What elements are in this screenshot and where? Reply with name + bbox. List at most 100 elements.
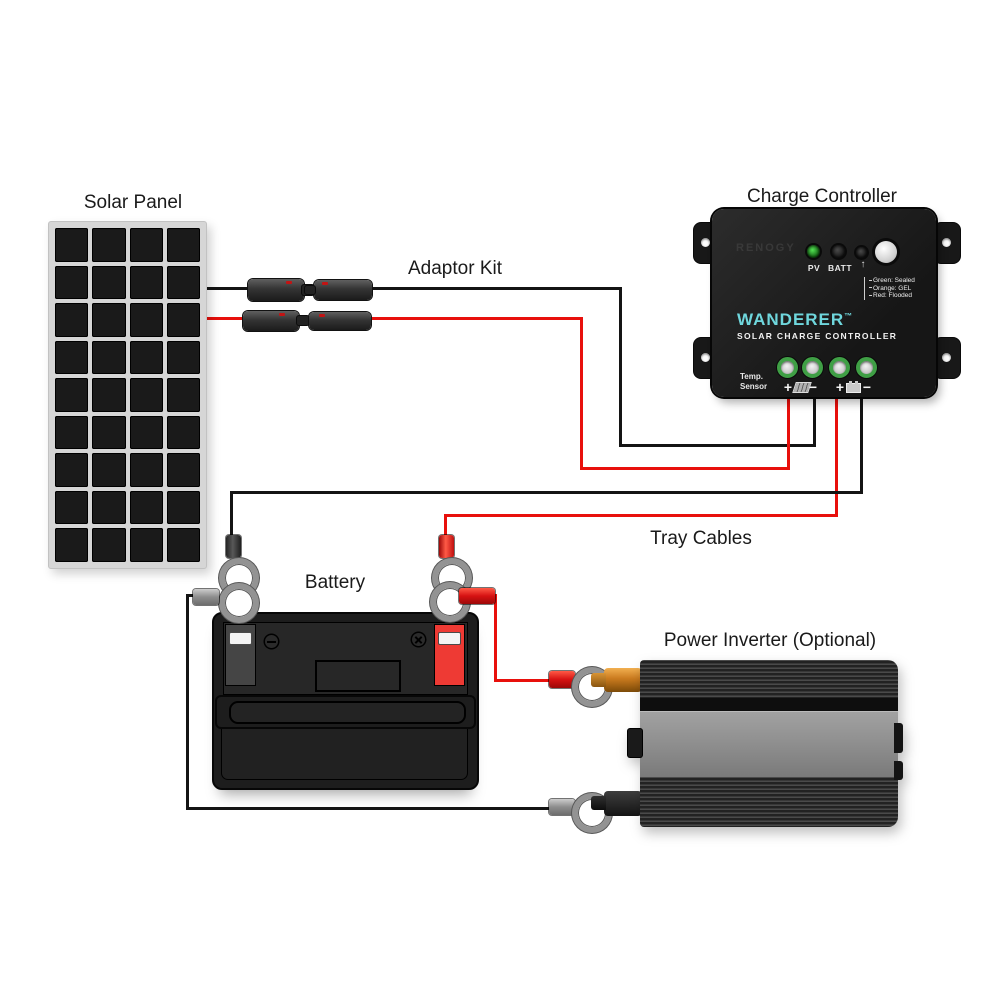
wire-pv-negative-seg4 xyxy=(813,396,816,447)
solar-cell xyxy=(166,340,200,375)
solar-cell xyxy=(55,528,89,562)
inverter-divider xyxy=(640,698,898,711)
legend-line-gel: Orange: GEL xyxy=(869,285,915,293)
mc4-pin xyxy=(305,286,315,294)
solar-panel-cells xyxy=(55,228,200,562)
wire-pv-negative-seg3 xyxy=(619,444,816,447)
legend-line-flooded: Red: Flooded xyxy=(869,292,915,300)
solar-cell xyxy=(166,453,200,487)
solar-cell xyxy=(55,228,89,262)
up-arrow-icon: ↑ xyxy=(860,259,866,270)
mc4-lock-clip xyxy=(286,281,292,284)
battery-positive-stripe xyxy=(439,633,460,644)
wire-battery-negative-seg3 xyxy=(230,491,233,538)
temp-sensor-line1: Temp. xyxy=(740,372,763,381)
solar-cell xyxy=(55,303,89,337)
solar-cell xyxy=(92,340,126,375)
wire-pv-positive-seg4 xyxy=(787,396,790,470)
solar-cell xyxy=(55,265,89,300)
battery xyxy=(212,612,479,790)
adaptor-kit-label: Adaptor Kit xyxy=(408,258,502,279)
mc4-lock-clip xyxy=(279,313,285,316)
inverter-top-ridges xyxy=(640,660,898,698)
battery-lid xyxy=(215,695,476,729)
inverter-negative-post xyxy=(591,791,642,816)
batt-plus-sign: + xyxy=(835,379,845,395)
legend-line-sealed: Green: Sealed xyxy=(869,277,915,285)
wire-battery-positive-seg1 xyxy=(835,396,838,517)
mc4-lock-clip xyxy=(319,314,325,317)
charge-controller-label: Charge Controller xyxy=(747,186,897,207)
wire-inverter-negative-seg3 xyxy=(186,807,554,810)
wire-inverter-positive-seg2 xyxy=(494,679,554,682)
wire-battery-positive-seg2 xyxy=(444,514,838,517)
pv-minus-terminal xyxy=(802,357,823,378)
tray-cables-label: Tray Cables xyxy=(650,528,752,549)
wire-battery-negative-seg1 xyxy=(860,396,863,494)
battery-handle xyxy=(229,701,466,724)
solar-cell xyxy=(55,490,89,525)
crimp-inverter-negative xyxy=(549,799,575,815)
wire-pv-negative-seg1 xyxy=(205,287,622,290)
inverter-right-tab xyxy=(894,761,903,780)
solar-cell xyxy=(129,340,163,375)
controller-screw-hole xyxy=(701,353,710,362)
crimp-battery-negative xyxy=(226,535,241,558)
wire-pv-positive-seg3 xyxy=(580,467,790,470)
battery-label: Battery xyxy=(304,572,366,593)
batt-led-label: BATT xyxy=(827,263,853,273)
mc4-connector-negative-female xyxy=(248,279,314,301)
charge-controller: RENOGY PV BATT ↑ Green: Sealed Orange: G… xyxy=(712,209,936,397)
wire-inverter-positive-seg1 xyxy=(494,594,497,682)
battery-type-legend: Green: Sealed Orange: GEL Red: Flooded xyxy=(864,277,915,300)
mc4-lock-clip xyxy=(322,282,328,285)
renogy-logo: RENOGY xyxy=(736,242,796,254)
mc4-connector-negative-male xyxy=(305,280,372,300)
temp-sensor-line2: Sensor xyxy=(740,381,768,391)
wire-pv-positive-seg1 xyxy=(205,317,583,320)
battery-top-panel xyxy=(224,623,467,694)
trademark-symbol: ™ xyxy=(844,311,854,321)
solar-cell xyxy=(92,228,126,262)
flathead-screw-icon xyxy=(265,635,278,648)
solar-cell xyxy=(129,265,163,300)
controller-screw-hole xyxy=(701,238,710,247)
battery-type-led-indicator xyxy=(856,247,867,258)
pv-plus-terminal xyxy=(777,357,798,378)
wire-pv-negative-seg2 xyxy=(619,287,622,447)
battery-label-plate xyxy=(315,660,401,692)
pv-led-label: PV xyxy=(807,263,821,273)
battery-negative-stripe xyxy=(230,633,251,644)
wire-battery-positive-seg3 xyxy=(444,514,447,542)
solar-cell xyxy=(129,490,163,525)
solar-cell xyxy=(55,453,89,487)
model-name: WANDERER™ xyxy=(737,310,853,330)
crimp-battery-positive xyxy=(439,535,454,558)
pv-led-indicator xyxy=(807,245,820,258)
solar-cell xyxy=(166,228,200,262)
battery-type-select-button[interactable] xyxy=(875,241,897,263)
model-name-text: WANDERER xyxy=(737,310,845,329)
inverter-bottom-ridges xyxy=(640,777,898,827)
solar-cell xyxy=(92,265,126,300)
solar-cell xyxy=(166,303,200,337)
crimp-inverter-positive-tap xyxy=(459,588,495,604)
temp-sensor-label: Temp. Sensor xyxy=(740,372,767,391)
solar-cell xyxy=(92,528,126,562)
solar-cell xyxy=(129,303,163,337)
batt-plus-terminal xyxy=(829,357,850,378)
solar-cell xyxy=(92,453,126,487)
wire-inverter-negative-seg2 xyxy=(186,594,189,810)
crimp-inverter-negative-tap xyxy=(193,589,219,605)
solar-cell xyxy=(166,415,200,450)
inverter-middle-band xyxy=(640,711,898,777)
inverter-side-connector xyxy=(628,729,642,757)
solar-cell xyxy=(92,490,126,525)
battery-negative-block xyxy=(226,625,255,685)
pv-plus-sign: + xyxy=(783,379,793,395)
solar-cell xyxy=(129,228,163,262)
phillips-screw-icon xyxy=(412,633,425,646)
batt-minus-terminal xyxy=(856,357,877,378)
batt-minus-sign: − xyxy=(862,379,872,395)
